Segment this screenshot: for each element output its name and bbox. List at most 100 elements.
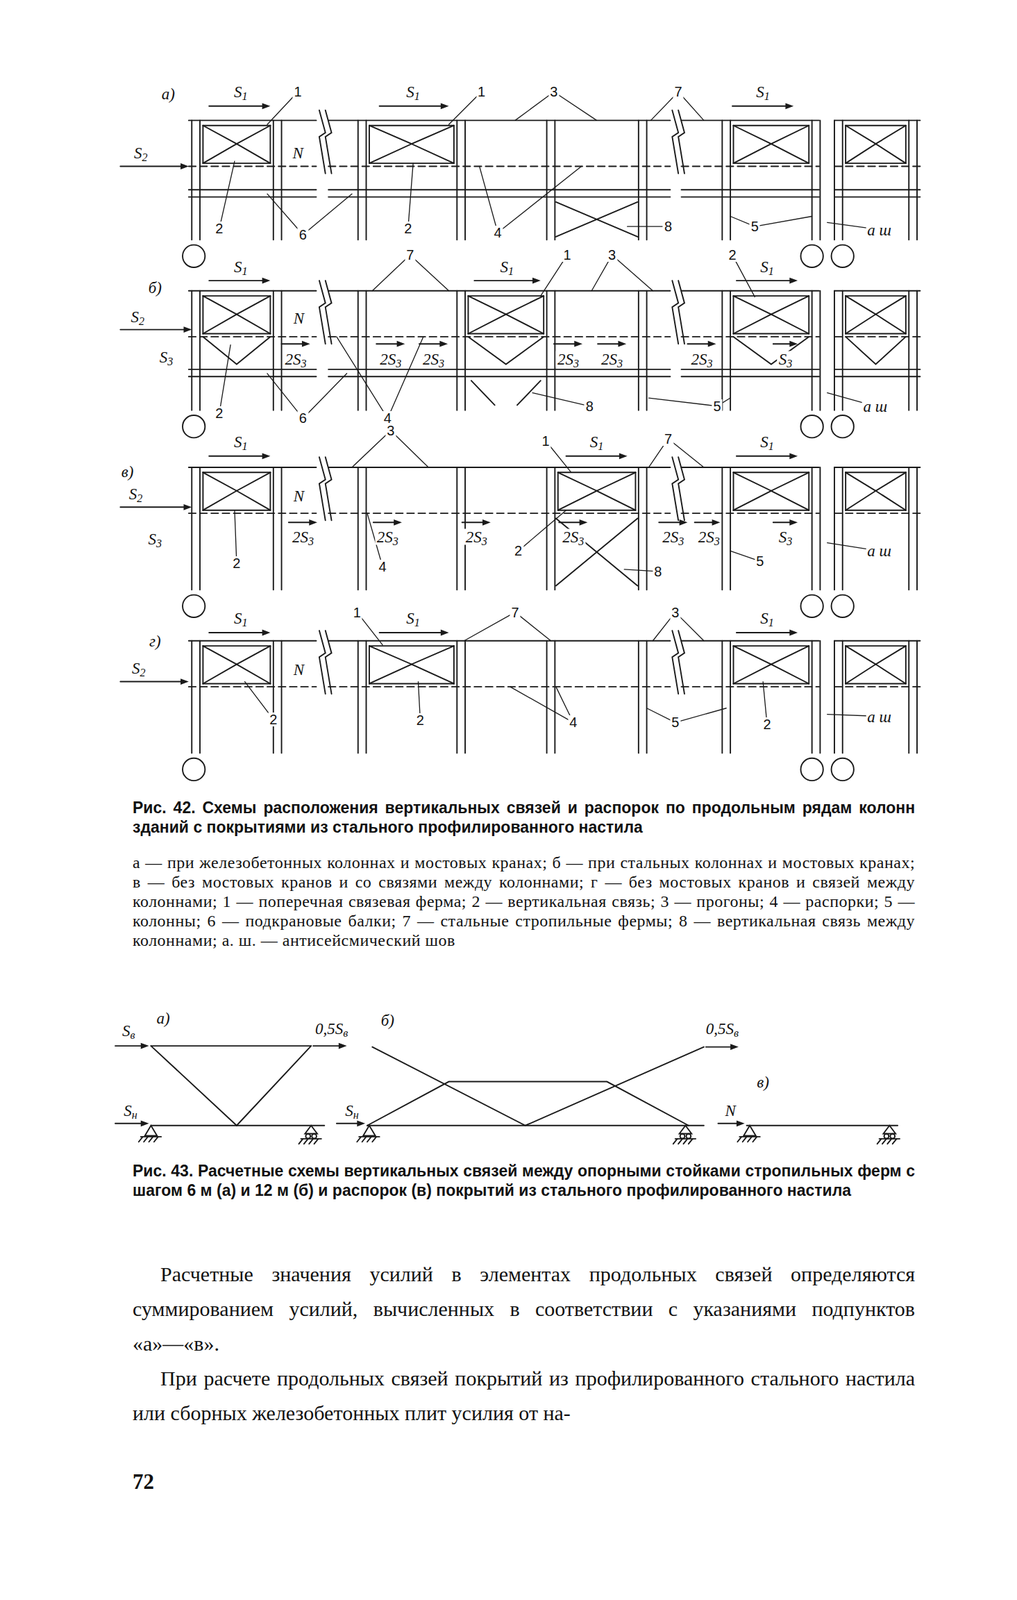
column-line <box>811 640 813 754</box>
column-line <box>365 120 368 240</box>
truss-post <box>808 472 810 510</box>
truss-post <box>905 295 907 334</box>
column-line <box>819 120 821 240</box>
arrow-head <box>338 1042 348 1049</box>
scheme-letter: в) <box>120 463 136 479</box>
callout-number: 4 <box>567 715 579 729</box>
symbol-base: S <box>778 527 788 545</box>
break-mark <box>319 110 326 174</box>
symbol-index: 3 <box>786 534 793 547</box>
symbol-base: 0,5S <box>315 1019 343 1038</box>
leader-line <box>497 166 582 234</box>
purlin-line <box>834 290 920 292</box>
strut-line <box>188 335 317 338</box>
purlin-line <box>834 640 920 642</box>
roller <box>889 1133 895 1139</box>
bracing <box>202 143 271 164</box>
break-mark <box>325 110 332 174</box>
leader-line <box>675 708 727 723</box>
column-line <box>916 290 918 411</box>
column-line <box>916 120 918 240</box>
column-line <box>190 640 193 754</box>
column-line <box>637 640 640 754</box>
callout-number: 3 <box>606 247 618 262</box>
force-label: S1 <box>232 83 250 100</box>
callout-number: 2 <box>231 556 242 570</box>
brace-member <box>150 1044 312 1047</box>
beam-line <box>367 1124 704 1126</box>
column-line <box>646 120 648 240</box>
strut-line <box>188 685 317 688</box>
symbol-base: S <box>760 257 769 275</box>
truss-chord <box>733 683 810 685</box>
truss-chord <box>202 162 271 164</box>
arrow-head <box>712 519 721 526</box>
break-mark <box>678 630 685 694</box>
force-arrow <box>379 631 445 634</box>
axis-marker <box>831 594 854 618</box>
symbol-index: 1 <box>241 90 248 103</box>
bracing <box>369 125 455 144</box>
symbol-base: S <box>133 144 143 162</box>
symbol-base: 2S <box>376 527 393 545</box>
force-label: S1 <box>758 433 776 450</box>
bracing <box>845 336 906 365</box>
beam-line <box>746 1124 898 1126</box>
force-arrow <box>736 455 793 457</box>
truss-post <box>733 125 735 164</box>
symbol-base: 2S <box>662 527 679 545</box>
column-line <box>365 640 368 754</box>
column-line <box>357 120 359 240</box>
roller-support <box>679 1125 693 1134</box>
force-arrow <box>208 631 266 634</box>
leader-line <box>649 397 718 407</box>
force-arrow <box>336 1122 361 1124</box>
force-label: Sн <box>343 1101 360 1118</box>
leader-line <box>627 226 669 228</box>
force-label: 2S3 <box>560 528 586 545</box>
leader-line <box>464 612 516 641</box>
column-line <box>365 467 368 590</box>
force-label: 2S3 <box>375 528 400 545</box>
truss-chord <box>845 509 906 511</box>
force-arrow <box>736 279 793 282</box>
column-line <box>272 290 275 411</box>
column-bracing <box>471 380 495 405</box>
force-arrow <box>208 455 266 457</box>
truss-chord <box>558 509 636 511</box>
leader-line <box>479 166 498 234</box>
column-line <box>729 640 731 754</box>
force-label: S3 <box>777 528 795 545</box>
force-arrow <box>597 342 622 345</box>
arrow-head <box>679 519 688 526</box>
leader-line <box>532 392 590 407</box>
symbol-index: в <box>342 1026 348 1039</box>
leader-line <box>302 193 352 235</box>
strut-line <box>834 512 920 514</box>
symbol-base: 2S <box>690 350 707 368</box>
force-label: N <box>292 488 306 504</box>
symbol-index: 3 <box>786 357 793 370</box>
symbol-index: 1 <box>764 90 770 103</box>
column-line <box>464 290 466 411</box>
force-label: N <box>723 1101 737 1118</box>
symbol-index: 3 <box>578 534 584 547</box>
force-arrow <box>379 105 445 107</box>
ground-hatch <box>367 1136 372 1142</box>
purlin-line <box>188 466 317 468</box>
column-line <box>819 467 821 590</box>
force-label: S1 <box>754 83 772 100</box>
truss-chord <box>845 683 906 685</box>
column-line <box>646 467 648 590</box>
callout-number: 3 <box>548 84 559 99</box>
force-label: Sн <box>122 1101 139 1118</box>
force-label: S2 <box>127 485 145 502</box>
callout-number: 7 <box>662 431 674 446</box>
body-text: При расчете продольных связей покрытий и… <box>132 1360 915 1431</box>
force-label: S1 <box>499 258 516 275</box>
bracing <box>202 125 271 144</box>
symbol-index: 1 <box>768 616 775 629</box>
roller <box>680 1133 686 1139</box>
truss-post <box>368 125 371 164</box>
break-mark <box>319 630 326 694</box>
